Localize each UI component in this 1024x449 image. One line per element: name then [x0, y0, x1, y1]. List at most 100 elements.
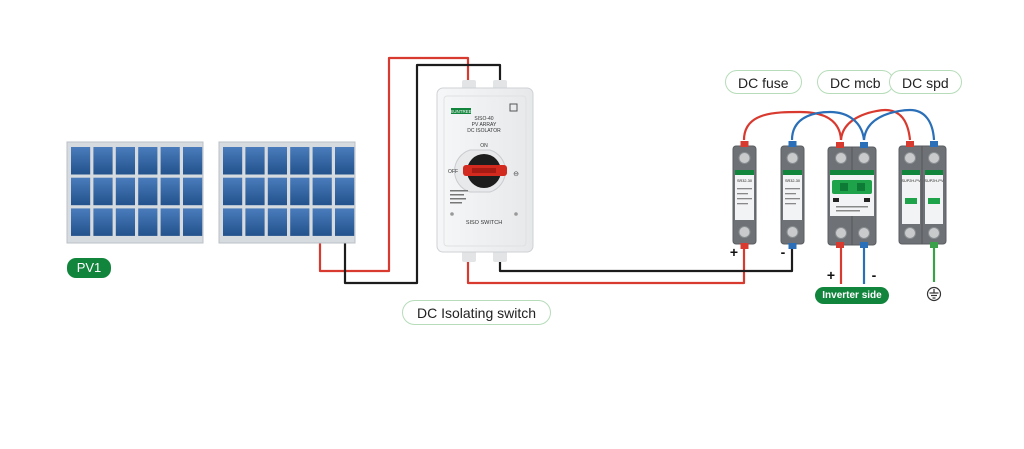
- dc-spd-label: DC spd: [889, 70, 962, 94]
- dc-fuse-negative: SR32-30: [780, 141, 805, 249]
- fuse-screw-bottom: [786, 226, 799, 238]
- pv1-badge: PV1: [67, 258, 111, 278]
- solar-cell: [312, 177, 332, 206]
- solar-cell: [183, 147, 203, 175]
- solar-cell: [335, 147, 355, 175]
- dc-mcb: [827, 142, 877, 248]
- spd-indicator-right: [928, 198, 940, 204]
- dc-mcb-label: DC mcb: [817, 70, 894, 94]
- panel-to-isolator-negative-wire: [343, 63, 502, 285]
- pv-panel-left: [66, 141, 204, 244]
- fuse-spec-line: [785, 203, 796, 205]
- fuse-bottom-terminal: [740, 243, 749, 249]
- fuse-to-mcb-negative-wire: [790, 110, 866, 141]
- solar-cell: [290, 177, 310, 206]
- fuse-top-terminal: [740, 141, 749, 147]
- wires: [318, 56, 936, 285]
- solar-cell: [267, 147, 287, 175]
- isolator-brand-text: SUNTREE: [450, 109, 472, 114]
- solar-cell: [245, 177, 265, 206]
- solar-cell: [223, 208, 243, 236]
- dc-isolating-switch: SUNTREE SISO-40 PV ARRAY DC ISOLATOR ON …: [436, 80, 534, 262]
- fuse-spec-line: [737, 203, 748, 205]
- solar-cell: [138, 147, 158, 175]
- pv-panel-right: [218, 141, 356, 244]
- fuse-minus-mark: -: [781, 244, 786, 260]
- fuse-spec-line: [785, 198, 800, 200]
- inverter-minus-mark: -: [872, 267, 877, 283]
- fuse-model-text: SR32-30: [785, 179, 800, 183]
- dc-spd: SUP2H-PV SUP2H-PV: [898, 141, 947, 248]
- ground-icon: [926, 286, 942, 302]
- fuse-spec-line: [785, 193, 796, 195]
- panel-to-isolator-positive-wire: [318, 56, 470, 273]
- solar-cell: [71, 177, 91, 206]
- fuse-spec-line: [737, 188, 752, 190]
- fuse-screw-top: [738, 152, 751, 164]
- solar-cell: [245, 147, 265, 175]
- solar-cell: [115, 147, 135, 175]
- isolator-off-text: OFF: [448, 169, 458, 175]
- solar-cell: [138, 177, 158, 206]
- fuse-spec-line: [785, 188, 800, 190]
- solar-cell: [335, 177, 355, 206]
- isolator-line2-text: DC ISOLATOR: [467, 128, 501, 134]
- fuse-to-mcb-positive-wire: [742, 110, 843, 141]
- spd-brand-strip-left: [902, 170, 920, 175]
- isolator-to-fuse-negative-wire: [498, 248, 794, 273]
- solar-cell: [267, 208, 287, 236]
- polarity-marks: + - + -: [730, 244, 877, 283]
- solar-cell: [71, 147, 91, 175]
- mcb-to-spd-positive-wire: [839, 108, 912, 141]
- solar-cell: [115, 177, 135, 206]
- fuse-screw-top: [786, 152, 799, 164]
- dc-isolating-switch-label: DC Isolating switch: [402, 300, 552, 325]
- isolator-on-text: ON: [480, 143, 488, 149]
- solar-cell: [183, 177, 203, 206]
- fuse-spec-line: [737, 198, 752, 200]
- mcb-brand-strip: [830, 170, 874, 175]
- solar-cell: [335, 208, 355, 236]
- dc-fuse-positive: SR32-30: [732, 141, 757, 249]
- solar-cell: [290, 147, 310, 175]
- spd-indicator-left: [905, 198, 917, 204]
- solar-cell: [183, 208, 203, 236]
- mcb-to-spd-negative-wire: [862, 108, 936, 141]
- inverter-plus-mark: +: [827, 267, 835, 283]
- solar-cell: [160, 147, 180, 175]
- fuse-spec-line: [737, 193, 748, 195]
- fuse-bottom-terminal: [788, 243, 797, 249]
- fuse-model-text: SR32-30: [737, 179, 752, 183]
- isolator-model-text: SISO-40: [474, 116, 493, 122]
- dc-fuse-label: DC fuse: [725, 70, 802, 94]
- solar-cell: [267, 177, 287, 206]
- solar-cell: [223, 147, 243, 175]
- solar-cell: [312, 147, 332, 175]
- spd-model-text-right: SUP2H-PV: [925, 179, 944, 183]
- isolator-to-fuse-positive-wire: [466, 248, 746, 285]
- fuse-brand-strip: [735, 170, 754, 175]
- solar-cell: [93, 147, 113, 175]
- solar-cell: [290, 208, 310, 236]
- isolator-line1-text: PV ARRAY: [472, 122, 497, 128]
- spd-model-text-left: SUP2H-PV: [902, 179, 921, 183]
- solar-cell: [312, 208, 332, 236]
- fuse-screw-bottom: [738, 226, 751, 238]
- lock-icon: ⊖: [513, 171, 519, 178]
- solar-cell: [160, 208, 180, 236]
- fuse-plus-mark: +: [730, 244, 738, 260]
- inverter-side-badge: Inverter side: [815, 287, 889, 304]
- fuse-top-terminal: [788, 141, 797, 147]
- solar-cell: [138, 208, 158, 236]
- solar-cell: [93, 208, 113, 236]
- isolator-brand-label: [451, 108, 471, 114]
- spd-brand-strip-right: [925, 170, 943, 175]
- solar-cell: [160, 177, 180, 206]
- fuse-label-panel: [783, 170, 802, 220]
- solar-cell: [115, 208, 135, 236]
- solar-cell: [71, 208, 91, 236]
- solar-cell: [223, 177, 243, 206]
- solar-cell: [245, 208, 265, 236]
- fuse-label-panel: [735, 170, 754, 220]
- fuse-brand-strip: [783, 170, 802, 175]
